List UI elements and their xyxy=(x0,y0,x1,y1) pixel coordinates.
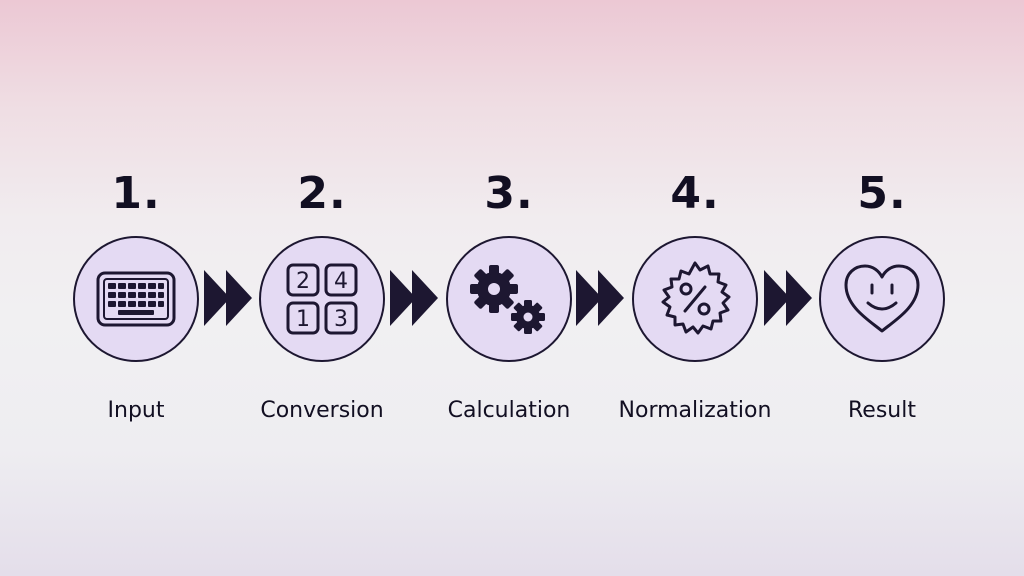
step-5-circle xyxy=(819,236,945,362)
step-5-label: Result xyxy=(848,398,916,423)
gears-icon xyxy=(470,265,545,334)
double-chevron-arrow-icon xyxy=(390,270,438,326)
grid-digit: 4 xyxy=(334,269,348,294)
step-2-circle: 2 4 1 3 xyxy=(259,236,385,362)
step-1-label: Input xyxy=(107,398,165,423)
step-1-circle xyxy=(73,236,199,362)
smiley-heart-icon xyxy=(844,264,920,333)
step-2-number: 2. xyxy=(297,168,347,219)
step-4-label: Normalization xyxy=(618,398,772,423)
keyboard-icon xyxy=(96,271,176,327)
number-grid-icon: 2 4 1 3 xyxy=(286,263,358,335)
step-5-number: 5. xyxy=(857,168,907,219)
double-chevron-arrow-icon xyxy=(204,270,252,326)
step-4-circle xyxy=(632,236,758,362)
step-4-number: 4. xyxy=(670,168,720,219)
percent-gear-icon xyxy=(661,261,731,335)
step-3-number: 3. xyxy=(484,168,534,219)
double-chevron-arrow-icon xyxy=(764,270,812,326)
double-chevron-arrow-icon xyxy=(576,270,624,326)
step-3-label: Calculation xyxy=(447,398,571,423)
step-1-number: 1. xyxy=(111,168,161,219)
step-2-label: Conversion xyxy=(260,398,384,423)
grid-digit: 1 xyxy=(296,307,310,332)
step-3-circle xyxy=(446,236,572,362)
grid-digit: 3 xyxy=(334,307,348,332)
grid-digit: 2 xyxy=(296,269,310,294)
